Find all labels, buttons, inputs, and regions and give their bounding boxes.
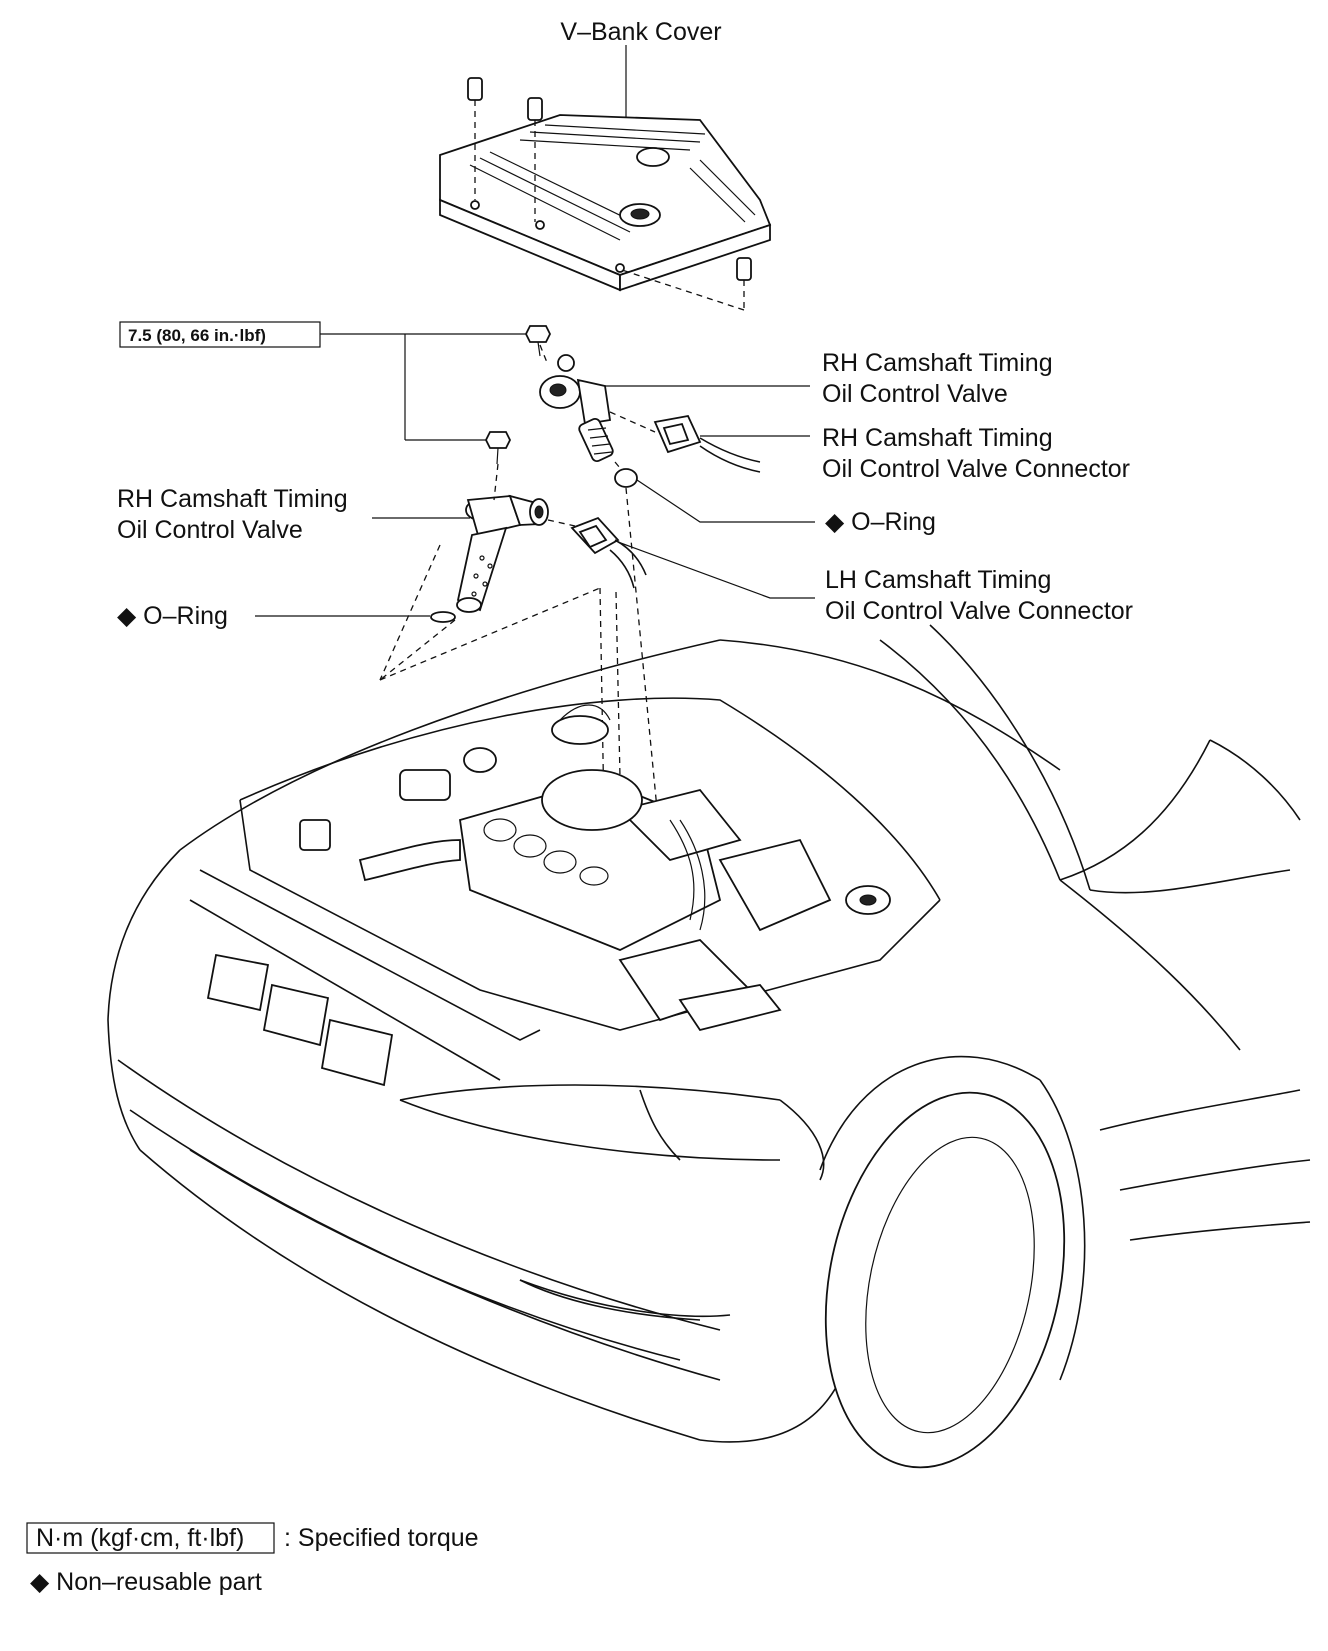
label-o-ring-left: ◆ O–Ring bbox=[117, 602, 228, 630]
torque-spec-value: 7.5 (80, 66 in.·lbf) bbox=[128, 326, 266, 345]
label-rh-connector-line2: Oil Control Valve Connector bbox=[822, 455, 1130, 483]
rh-connector-illustration bbox=[653, 414, 761, 473]
label-rh-ocv-left-line1: RH Camshaft Timing bbox=[117, 485, 348, 513]
vbank-cover-illustration bbox=[439, 114, 772, 292]
o-ring-icon bbox=[614, 468, 638, 488]
label-rh-ocv-left-line2: Oil Control Valve bbox=[117, 516, 303, 544]
label-rh-ocv-right-line1: RH Camshaft Timing bbox=[822, 349, 1053, 377]
rh-oil-control-valve-upper bbox=[539, 354, 614, 463]
o-ring-icon bbox=[430, 611, 456, 623]
label-lh-connector-line1: LH Camshaft Timing bbox=[825, 566, 1051, 594]
label-rh-connector-line1: RH Camshaft Timing bbox=[822, 424, 1053, 452]
bolt-icon bbox=[484, 325, 552, 465]
lh-connector-illustration bbox=[570, 516, 647, 589]
legend-torque-box bbox=[26, 1522, 275, 1554]
label-rh-ocv-right-line2: Oil Control Valve bbox=[822, 380, 1008, 408]
legend-torque-desc: : Specified torque bbox=[284, 1524, 479, 1552]
label-o-ring-right: ◆ O–Ring bbox=[825, 508, 936, 536]
label-lh-connector-line2: Oil Control Valve Connector bbox=[825, 597, 1133, 625]
legend-nonreusable: ◆ Non–reusable part bbox=[30, 1568, 262, 1596]
car-engine-bay-illustration bbox=[107, 624, 1311, 1469]
label-vbank-cover: V–Bank Cover bbox=[560, 18, 721, 46]
rh-oil-control-valve-left bbox=[456, 494, 549, 613]
legend-torque-unit: N·m (kgf·cm, ft·lbf) bbox=[36, 1524, 244, 1552]
